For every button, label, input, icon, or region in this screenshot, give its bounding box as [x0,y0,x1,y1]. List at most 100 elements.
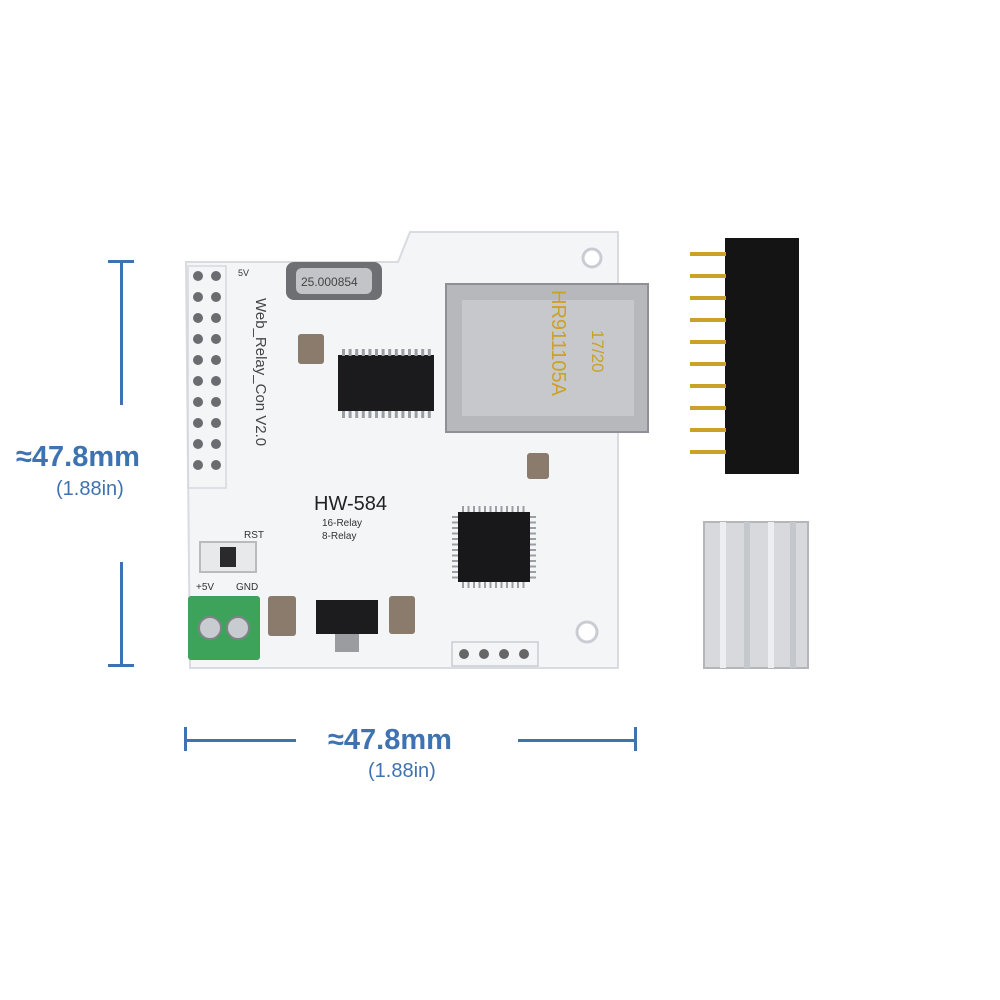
ic-pin [361,349,365,356]
mcu-pin [452,532,458,535]
ic-pin [348,349,352,356]
mcu-pin [495,506,497,512]
width-cap-right [634,727,637,751]
width-line-right [518,739,636,742]
mcu-pin [517,506,519,512]
header-pin [211,271,221,281]
ic-pin [388,349,392,356]
bottom-header [451,641,539,667]
mounting-hole-top [581,247,603,269]
ic-pin [355,349,359,356]
ic-pin [388,411,392,418]
mcu-pin [462,506,464,512]
mcu-pin [506,582,508,588]
header-pin [193,460,203,470]
ic-pin [401,349,405,356]
ic-pin [375,411,378,418]
mounting-hole-bottom [575,620,599,644]
height-cap-bottom [108,664,134,667]
width-label: ≈47.8mm [328,724,452,756]
mcu-pin [467,582,470,588]
mcu-pin [530,576,536,579]
mcu-pin [530,516,536,518]
mcu-pin [452,576,458,579]
mcu-pin [462,582,464,588]
mcu-pin [452,527,458,529]
mcu-pin [530,532,536,535]
mcu-pin [478,506,481,512]
ic-pin [355,411,359,418]
mcu-pin [530,549,536,551]
pin-header-accessory [690,238,799,474]
mcu-pin [530,527,536,529]
mcu-pin [511,506,514,512]
rj45-date: 17/20 [588,330,607,373]
header-pin-gold [690,406,726,410]
header-pin [193,355,203,365]
ic-pin [361,411,365,418]
ic-pin [368,349,372,356]
mcu-pin [467,506,470,512]
board-variant-8: 8-Relay [322,531,356,542]
ic-pin [421,411,425,418]
mcu-pin [452,565,458,568]
header-pin-gold [690,450,726,454]
mcu-pin [530,521,536,524]
mcu-pin [517,582,519,588]
ic-pin [427,411,431,418]
power-plus-label: +5V [196,582,214,593]
board-variant-16: 16-Relay [322,518,362,529]
header-pin [193,271,203,281]
voltage-regulator [316,600,378,634]
header-pin [193,334,203,344]
main-ic [338,355,434,411]
ic-pin [408,411,411,418]
mcu-pin [506,506,508,512]
mcu-pin [495,582,497,588]
pin-header-body [725,238,799,474]
relay-header-pins [187,265,227,489]
ic-pin [401,411,405,418]
header-pin-gold [690,318,726,322]
mcu-pin [489,506,492,512]
header-pin [211,313,221,323]
height-line-top [120,260,123,405]
capacitor [268,596,296,636]
header-top-label: 5V [238,268,249,278]
ic-pin [342,411,345,418]
header-pin-gold [690,340,726,344]
header-pin [211,355,221,365]
mcu-pin [489,582,492,588]
header-pin [193,376,203,386]
width-sub-label: (1.88in) [368,760,436,782]
mcu-pin [522,506,525,512]
mcu-pin [452,543,458,546]
height-line-bottom [120,562,123,667]
header-pin-gold [690,252,726,256]
rst-label: RST [244,530,264,541]
capacitor [298,334,324,364]
ic-pin [408,349,411,356]
power-terminal-block [188,596,260,660]
capacitor [527,453,549,479]
mcu-pin [452,516,458,518]
height-sub-label: (1.88in) [56,478,124,500]
mcu-pin [511,582,514,588]
header-pin [193,418,203,428]
mcu-pin [530,543,536,546]
header-pin-gold [690,274,726,278]
capacitor [389,596,415,634]
header-pin [193,313,203,323]
header-pin [211,439,221,449]
header-pin [193,439,203,449]
header-pin-gold [690,428,726,432]
ic-pin [414,411,418,418]
ic-pin [381,349,385,356]
header-pin-gold [690,384,726,388]
ic-pin [368,411,372,418]
header-pin [211,418,221,428]
mcu-pin [452,560,458,562]
mcu-pin [478,582,481,588]
mcu-pin [530,538,536,540]
